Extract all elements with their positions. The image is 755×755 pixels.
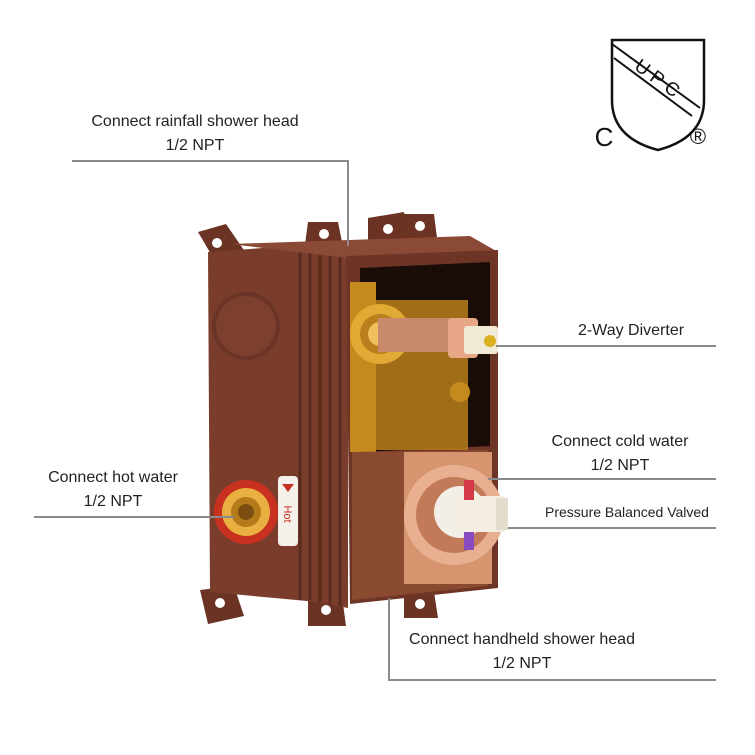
- callout-handheld-title: Connect handheld shower head: [409, 631, 635, 648]
- upc-certification-mark: U P C C ®: [595, 38, 706, 152]
- box-ribs: [298, 250, 342, 606]
- shield-icon: [610, 38, 706, 152]
- leader-rainfall-v: [347, 160, 349, 246]
- callout-hot-water: Connect hot water 1/2 NPT: [34, 466, 192, 514]
- registered-mark: ®: [690, 124, 706, 149]
- leader-hot-water: [34, 516, 234, 518]
- upc-shield-text: U P C: [630, 55, 683, 102]
- callout-pressure: Pressure Balanced Valved: [534, 500, 720, 524]
- callout-rainfall: Connect rainfall shower head 1/2 NPT: [70, 110, 320, 158]
- callout-hot-water-size: 1/2 NPT: [83, 493, 143, 510]
- callout-handheld: Connect handheld shower head 1/2 NPT: [390, 628, 654, 676]
- leader-cold-water: [488, 478, 716, 480]
- callout-hot-water-title: Connect hot water: [48, 469, 178, 486]
- callout-rainfall-title: Connect rainfall shower head: [91, 113, 299, 130]
- leader-rainfall-h: [72, 160, 348, 162]
- callout-cold-water: Connect cold water 1/2 NPT: [538, 430, 702, 478]
- callout-handheld-size: 1/2 NPT: [492, 655, 552, 672]
- callout-cold-water-size: 1/2 NPT: [590, 457, 650, 474]
- upc-c-letter: C: [595, 122, 614, 152]
- hot-port-marking: Hot: [281, 505, 293, 522]
- callout-rainfall-size: 1/2 NPT: [165, 137, 225, 154]
- leader-handheld-h: [388, 679, 716, 681]
- leader-handheld-v: [388, 598, 390, 680]
- leader-diverter: [496, 345, 716, 347]
- callout-cold-water-title: Connect cold water: [551, 433, 689, 450]
- callout-diverter: 2-Way Diverter: [566, 319, 696, 343]
- leader-pressure: [508, 527, 716, 529]
- callout-diverter-title: 2-Way Diverter: [577, 322, 685, 339]
- callout-pressure-title: Pressure Balanced Valved: [545, 504, 709, 520]
